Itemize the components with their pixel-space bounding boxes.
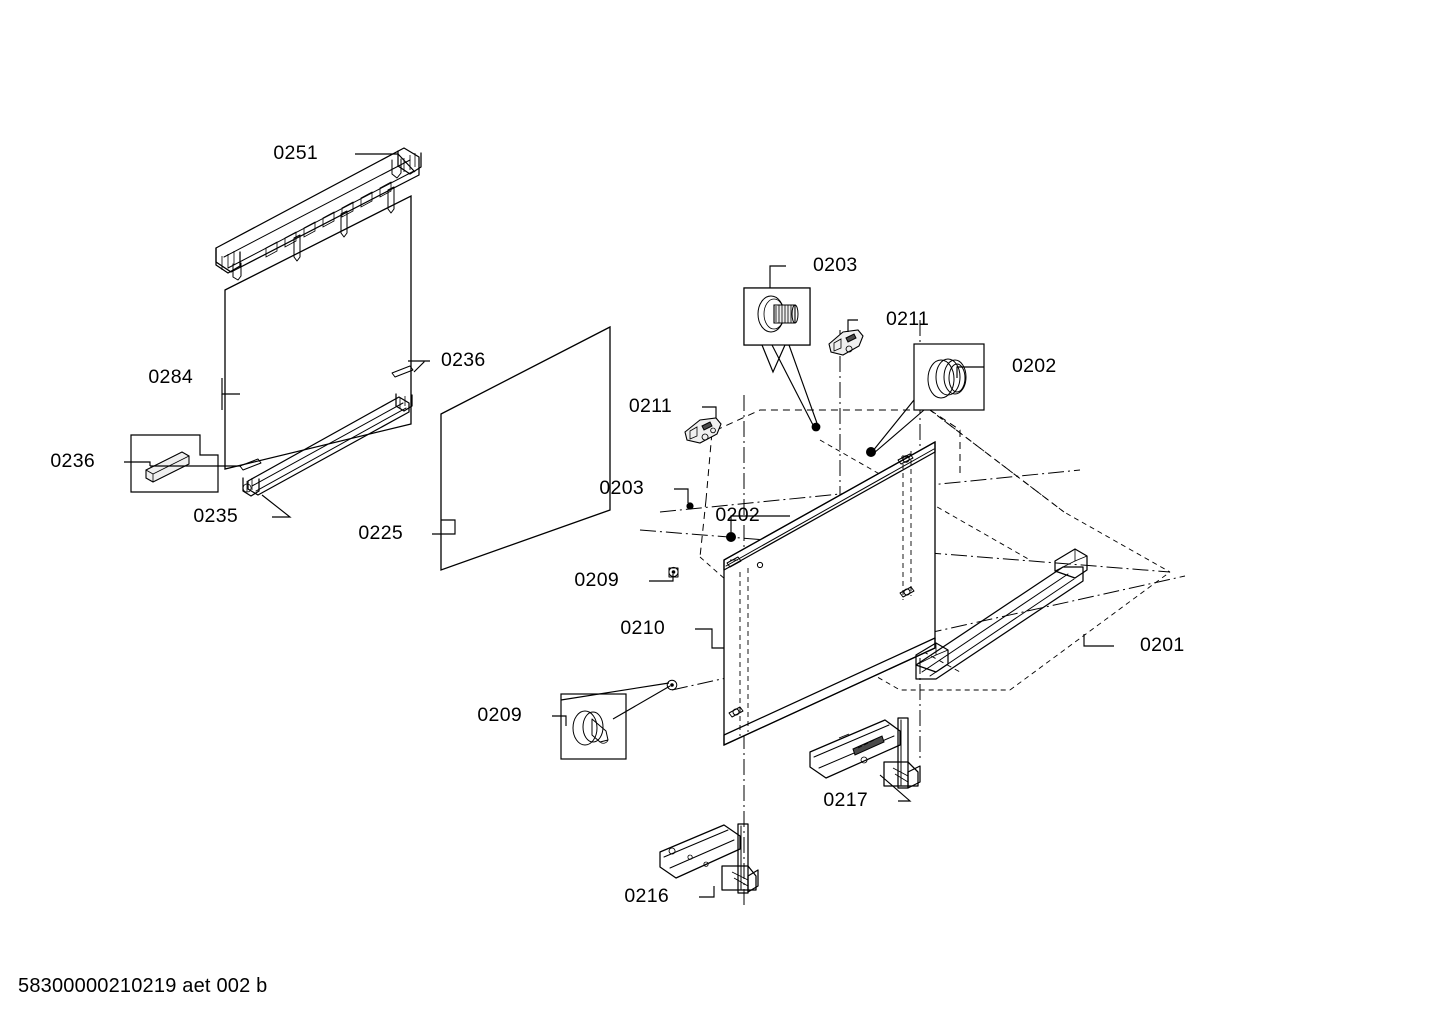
detail-box-0209 xyxy=(560,682,671,760)
part-0209-bumper-lower-marker xyxy=(666,679,678,691)
document-code-footer: 58300000210219 aet 002 b xyxy=(18,975,268,997)
grommet-target-left xyxy=(726,532,736,542)
part-0284-outer-door-panel xyxy=(224,194,412,470)
callout-label-0209-upper: 0209 xyxy=(574,569,619,591)
callout-label-0236-box: 0236 xyxy=(50,450,95,472)
stud-target-left xyxy=(686,502,694,510)
stud-target-upper xyxy=(811,422,821,432)
grommet-target-upper xyxy=(866,447,876,457)
part-0236-clip-lower xyxy=(239,458,262,471)
part-0236-clip-on-door xyxy=(391,365,414,378)
callout-label-0202-left: 0202 xyxy=(715,504,760,526)
callout-label-0235: 0235 xyxy=(193,505,238,527)
part-0217-hinge-arm-right xyxy=(809,717,921,789)
callout-label-0217: 0217 xyxy=(823,789,868,811)
part-0251-top-rail xyxy=(215,147,422,281)
detail-box-0203 xyxy=(743,287,819,427)
callout-label-0216: 0216 xyxy=(624,885,669,907)
part-0235-handle-rail xyxy=(242,393,413,497)
part-0210-inner-frame-panel xyxy=(723,440,936,747)
callout-label-0284: 0284 xyxy=(148,366,193,388)
callout-label-0211-right: 0211 xyxy=(886,308,929,330)
callout-label-0225: 0225 xyxy=(358,522,403,544)
callout-label-0210: 0210 xyxy=(620,617,665,639)
detail-box-0236 xyxy=(130,434,219,493)
part-0211-bracket-left xyxy=(684,417,722,444)
callout-label-0201: 0201 xyxy=(1140,634,1185,656)
callout-labels: 0251 0284 0236 0236 0235 0225 0203 0211 … xyxy=(50,142,1184,907)
callout-label-0211-left: 0211 xyxy=(629,395,672,417)
leader-lines xyxy=(124,153,1114,898)
callout-label-0203-detail: 0203 xyxy=(813,254,858,276)
callout-label-0203-left: 0203 xyxy=(599,477,644,499)
part-0211-bracket-right xyxy=(828,329,864,356)
callout-label-0251: 0251 xyxy=(273,142,318,164)
callout-label-0236-right: 0236 xyxy=(441,349,486,371)
part-0201-handle-bar xyxy=(915,548,1088,680)
part-0225-inner-glass-panel xyxy=(440,325,611,571)
callout-label-0202-detail: 0202 xyxy=(1012,355,1057,377)
callout-label-0209-detail: 0209 xyxy=(477,704,522,726)
part-0216-hinge-arm-left xyxy=(659,823,759,894)
detail-box-0202 xyxy=(871,343,985,454)
